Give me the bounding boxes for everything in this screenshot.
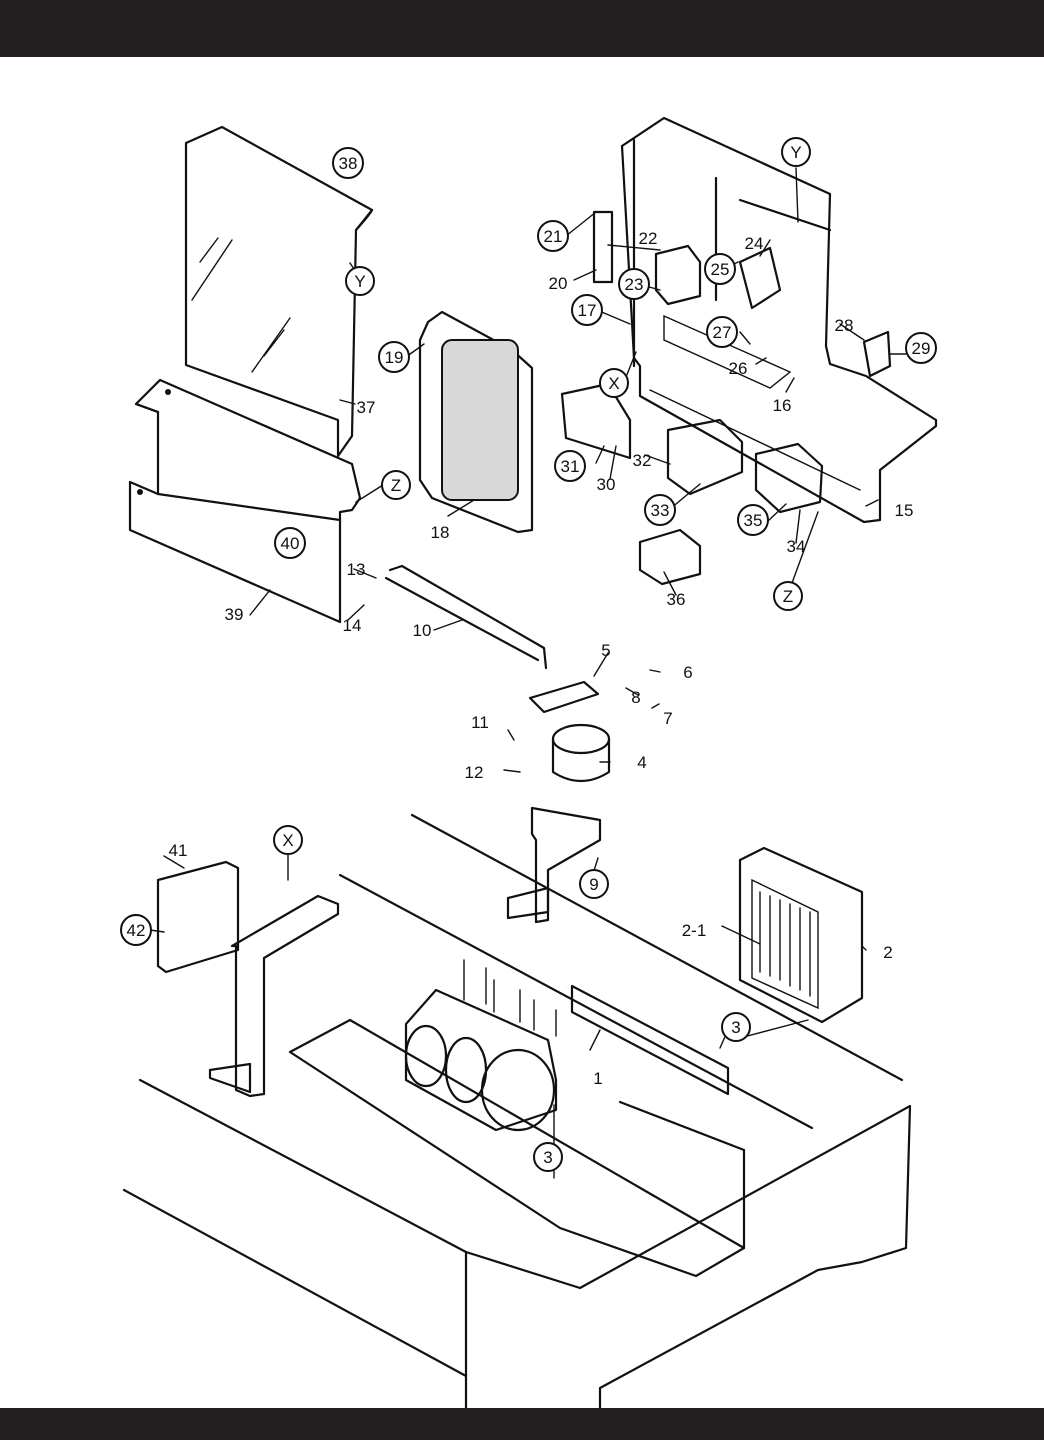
- part-label-mZ2: Z: [783, 587, 793, 606]
- part-label-p5: 5: [601, 641, 610, 660]
- side-panel: [184, 125, 374, 458]
- part-label-p9: 9: [589, 875, 598, 894]
- label-circle: [381, 470, 411, 500]
- part-label-p4: 4: [637, 753, 646, 772]
- part-label-p35: 35: [744, 511, 763, 530]
- label-circle: [781, 137, 811, 167]
- label-circle: [378, 341, 410, 373]
- part-label-p39: 39: [225, 605, 244, 624]
- transformer: [404, 959, 558, 1132]
- part-label-p19: 19: [385, 348, 404, 367]
- label-circle: [332, 147, 364, 179]
- label-circle: [737, 504, 769, 536]
- part-label-p32: 32: [633, 451, 652, 470]
- part-label-p23: 23: [625, 275, 644, 294]
- part-label-p3b: 3: [731, 1018, 740, 1037]
- part-label-p17: 17: [578, 301, 597, 320]
- part-label-p14: 14: [343, 616, 362, 635]
- part-label-p38: 38: [339, 154, 358, 173]
- part-label-p10: 10: [413, 621, 432, 640]
- part-label-p24: 24: [745, 234, 764, 253]
- part-label-p18: 18: [431, 523, 450, 542]
- chassis-base: [122, 813, 912, 1408]
- label-circle: [704, 253, 736, 285]
- part-label-p36: 36: [667, 590, 686, 609]
- part-label-p6: 6: [683, 663, 692, 682]
- pipe-and-fan: [384, 564, 611, 924]
- label-circle: [773, 581, 803, 611]
- part-label-p30: 30: [597, 475, 616, 494]
- part-label-p28: 28: [835, 316, 854, 335]
- part-label-p37: 37: [357, 398, 376, 417]
- part-label-p2: 2: [883, 943, 892, 962]
- label-circle: [721, 1012, 751, 1042]
- label-circle: [554, 450, 586, 482]
- part-label-p33: 33: [651, 501, 670, 520]
- top-band: [0, 0, 1044, 57]
- part-label-mX1: X: [608, 374, 619, 393]
- part-label-p26: 26: [729, 359, 748, 378]
- bottom-band: [0, 1408, 1044, 1440]
- part-label-p2_1: 2-1: [682, 921, 707, 940]
- part-label-p8: 8: [631, 688, 640, 707]
- part-label-p25: 25: [711, 260, 730, 279]
- label-circle: [537, 220, 569, 252]
- part-label-mY2: Y: [790, 143, 801, 162]
- part-label-p29: 29: [912, 339, 931, 358]
- part-label-p34: 34: [787, 537, 806, 556]
- part-label-p1: 1: [593, 1069, 602, 1088]
- part-label-mX2: X: [282, 831, 293, 850]
- label-circle: [273, 825, 303, 855]
- part-label-p21: 21: [544, 227, 563, 246]
- label-circle: [644, 494, 676, 526]
- label-circle: [905, 332, 937, 364]
- part-label-p41: 41: [169, 841, 188, 860]
- part-label-p42: 42: [127, 921, 146, 940]
- part-label-mY1: Y: [354, 272, 365, 291]
- bracket-plate: [128, 378, 362, 624]
- label-circle: [120, 914, 152, 946]
- label-circle: [274, 527, 306, 559]
- part-label-p22: 22: [639, 229, 658, 248]
- part-label-p27: 27: [713, 323, 732, 342]
- reactor: [738, 846, 864, 1024]
- part-label-p3a: 3: [543, 1148, 552, 1167]
- part-label-p31: 31: [561, 457, 580, 476]
- filter-panel: [418, 310, 534, 534]
- part-label-p15: 15: [895, 501, 914, 520]
- part-label-mZ1: Z: [391, 476, 401, 495]
- label-circle: [571, 294, 603, 326]
- label-circle: [533, 1142, 563, 1172]
- part-label-p13: 13: [347, 560, 366, 579]
- label-circle: [579, 869, 609, 899]
- part-label-p16: 16: [773, 396, 792, 415]
- label-circle: [599, 368, 629, 398]
- bracket-left: [156, 860, 340, 1098]
- part-label-p40: 40: [281, 534, 300, 553]
- part-label-p11: 11: [471, 713, 489, 732]
- part-label-p12: 12: [465, 763, 484, 782]
- part-label-p7: 7: [663, 709, 672, 728]
- part-label-p20: 20: [549, 274, 568, 293]
- label-circle: [618, 268, 650, 300]
- label-circle: [345, 266, 375, 296]
- label-circle: [706, 316, 738, 348]
